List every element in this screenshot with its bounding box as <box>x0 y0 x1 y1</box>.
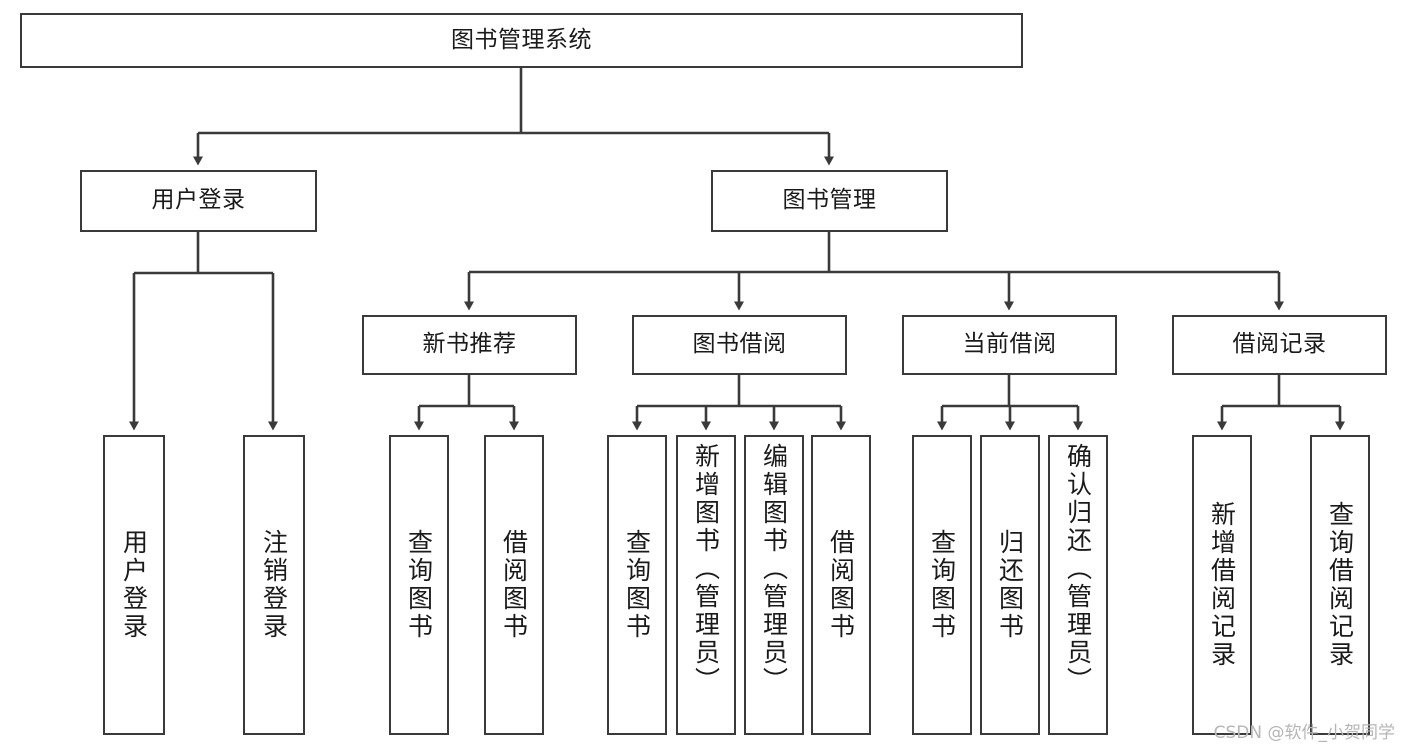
node-leaf-borrow-book-1[interactable]: 借阅图书 <box>484 435 544 735</box>
node-label: 新增借阅记录 <box>1207 501 1237 669</box>
node-leaf-confirm-return[interactable]: 确认归还（管理员） <box>1048 435 1108 735</box>
node-leaf-add-record[interactable]: 新增借阅记录 <box>1192 435 1252 735</box>
node-leaf-borrow-book-2[interactable]: 借阅图书 <box>811 435 871 735</box>
node-label: 借阅记录 <box>1232 331 1327 358</box>
node-label: 当前借阅 <box>962 331 1057 358</box>
node-leaf-edit-book[interactable]: 编辑图书（管理员） <box>744 435 804 735</box>
node-label: 确认归还（管理员） <box>1063 443 1093 695</box>
node-leaf-query-book-1[interactable]: 查询图书 <box>389 435 449 735</box>
node-leaf-query-book-3[interactable]: 查询图书 <box>912 435 972 735</box>
node-new-book-recommend[interactable]: 新书推荐 <box>362 315 577 375</box>
node-user-login[interactable]: 用户登录 <box>80 170 317 232</box>
node-label: 查询图书 <box>927 529 957 641</box>
node-label: 借阅图书 <box>826 529 856 641</box>
node-leaf-query-record[interactable]: 查询借阅记录 <box>1310 435 1370 735</box>
node-label: 归还图书 <box>995 529 1025 641</box>
node-label: 新书推荐 <box>422 331 517 358</box>
node-leaf-user-login[interactable]: 用户登录 <box>103 435 165 735</box>
node-label: 编辑图书（管理员） <box>759 443 789 695</box>
node-label: 查询图书 <box>404 529 434 641</box>
node-book-borrow[interactable]: 图书借阅 <box>632 315 847 375</box>
node-current-borrow[interactable]: 当前借阅 <box>902 315 1117 375</box>
node-borrow-record[interactable]: 借阅记录 <box>1172 315 1387 375</box>
node-label: 查询图书 <box>622 529 652 641</box>
node-label: 查询借阅记录 <box>1325 501 1355 669</box>
node-leaf-query-book-2[interactable]: 查询图书 <box>607 435 667 735</box>
node-label: 注销登录 <box>259 529 289 641</box>
node-label: 图书管理 <box>782 187 877 214</box>
node-leaf-return-book[interactable]: 归还图书 <box>980 435 1040 735</box>
node-root-title[interactable]: 图书管理系统 <box>20 13 1023 68</box>
node-label: 用户登录 <box>151 187 246 214</box>
node-leaf-logout-login[interactable]: 注销登录 <box>243 435 305 735</box>
node-leaf-add-book[interactable]: 新增图书（管理员） <box>676 435 736 735</box>
node-label: 图书借阅 <box>692 331 787 358</box>
node-label: 图书管理系统 <box>451 26 592 53</box>
node-label: 新增图书（管理员） <box>691 443 721 695</box>
node-label: 用户登录 <box>119 529 149 641</box>
node-label: 借阅图书 <box>499 529 529 641</box>
csdn-watermark: CSDN @软件_小贺同学 <box>1213 723 1395 743</box>
node-book-manage[interactable]: 图书管理 <box>711 170 948 232</box>
